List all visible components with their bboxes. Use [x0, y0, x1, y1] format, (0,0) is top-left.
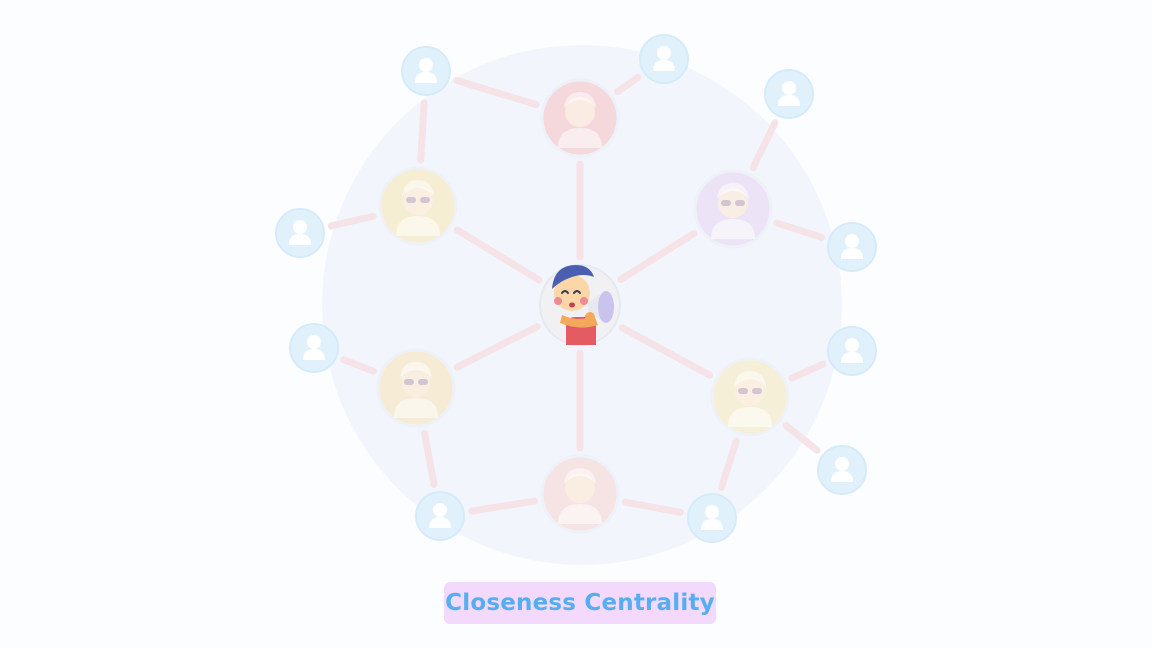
network-edge [468, 497, 539, 515]
user-icon [764, 69, 814, 119]
user-icon [827, 222, 877, 272]
network-edge [621, 498, 685, 516]
network-edge [327, 212, 377, 230]
network-edge [340, 356, 377, 375]
megaphone-kid-icon [539, 264, 621, 346]
user-icon [817, 445, 867, 495]
network-edge [618, 324, 714, 379]
user-icon [275, 208, 325, 258]
user-icon [415, 491, 465, 541]
network-edge [773, 219, 826, 241]
network-edge [417, 99, 428, 164]
network-edge [453, 323, 541, 371]
sunglasses-purple-hair-icon [693, 169, 773, 249]
dancer-icon [540, 454, 620, 534]
edges-layer [327, 73, 827, 516]
network-edge [420, 429, 438, 489]
user-icon [639, 34, 689, 84]
sunglasses-blonde-icon [376, 348, 456, 428]
camera-person-icon [540, 78, 620, 158]
diagram-caption: Closeness Centrality [445, 590, 715, 616]
user-icon [827, 326, 877, 376]
network-edge [453, 226, 543, 284]
network-edge [782, 422, 821, 454]
nodes-layer [275, 34, 877, 543]
network-edge [617, 229, 698, 283]
sunglasses-person-icon [378, 166, 458, 246]
caption-badge: Closeness Centrality [444, 582, 716, 624]
network-edge [718, 437, 740, 491]
network-edge [749, 119, 779, 172]
network-edge [453, 76, 540, 109]
network-edge [614, 73, 642, 96]
user-icon [687, 493, 737, 543]
user-icon [289, 323, 339, 373]
network-edge [788, 360, 827, 382]
user-icon [401, 46, 451, 96]
suit-sunglasses-icon [710, 357, 790, 437]
